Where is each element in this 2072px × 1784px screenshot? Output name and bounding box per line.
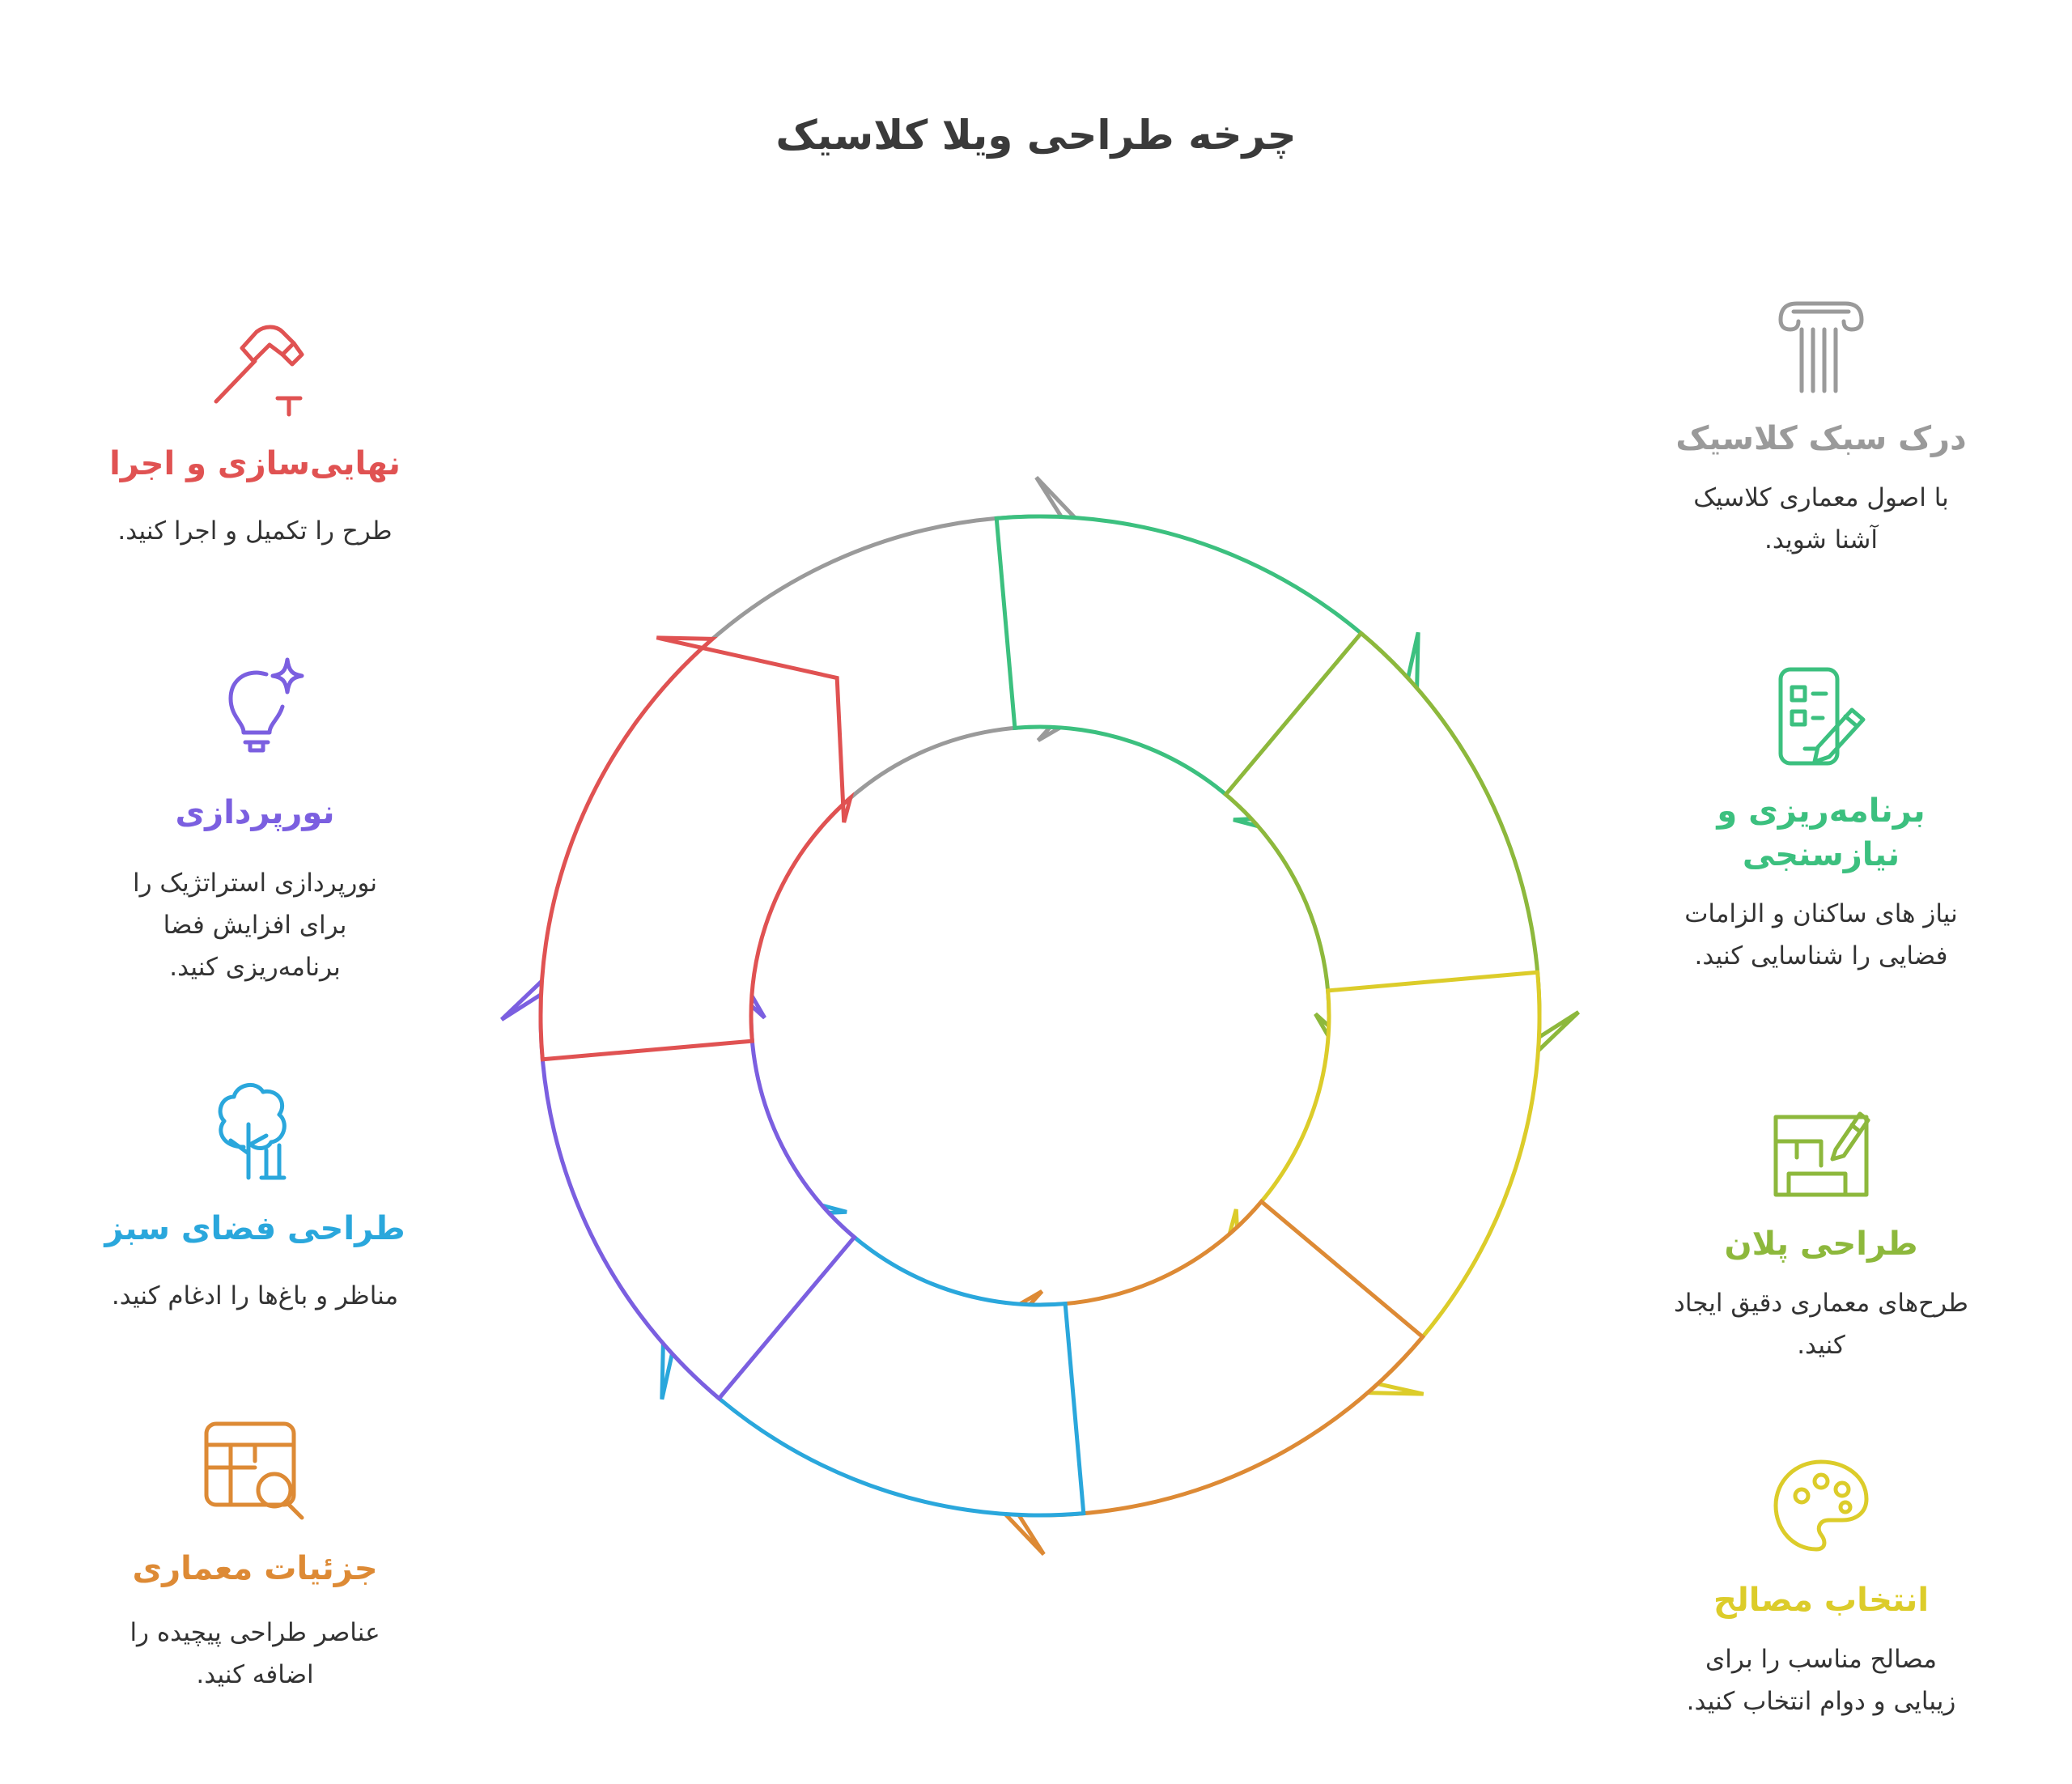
column-icon — [1778, 301, 1864, 393]
step-plan-design: طراحی پلان طرح‌های معماری دقیق ایجاد کنی… — [1643, 1093, 1999, 1366]
step-finalize: نهایی‌سازی و اجرا طرح را تکمیل و اجرا کن… — [77, 308, 433, 552]
step-description: نورپردازی استراتژیک را برای افزایش فضا ب… — [132, 869, 378, 982]
lightbulb-sparkle-icon — [228, 657, 304, 753]
step-landscape: طراحی فضای سبز مناظر و باغ‌ها را ادغام ک… — [77, 1073, 433, 1317]
step-title: جزئیات معماری — [132, 1550, 378, 1587]
step-title: درک سبک کلاسیک — [1675, 420, 1967, 457]
palette-icon — [1773, 1459, 1869, 1552]
step-title: نورپردازی — [175, 794, 335, 831]
page-title: چرخه طراحی ویلا کلاسیک — [775, 112, 1297, 159]
step-title: برنامه‌ریزی و نیازسنجی — [1717, 792, 1926, 873]
step-description: طرح‌های معماری دقیق ایجاد کنید. — [1674, 1289, 1968, 1360]
table-search-icon — [204, 1421, 304, 1520]
hammer-icon — [214, 325, 304, 417]
step-description: مناظر و باغ‌ها را ادغام کنید. — [111, 1281, 399, 1310]
step-title: نهایی‌سازی و اجرا — [109, 445, 401, 482]
step-materials: انتخاب مصالح مصالح مناسب را برای زیبایی … — [1643, 1449, 1999, 1722]
step-details: جزئیات معماری عناصر طراحی پیچیده را اضاف… — [77, 1412, 433, 1696]
step-description: با اصول معماری کلاسیک آشنا شوید. — [1693, 483, 1949, 554]
step-classic-style: درک سبک کلاسیک با اصول معماری کلاسیک آشن… — [1643, 287, 1999, 561]
tree-icon — [218, 1083, 287, 1180]
step-description: عناصر طراحی پیچیده را اضافه کنید. — [130, 1618, 380, 1689]
step-planning: برنامه‌ریزی و نیازسنجی نیاز های ساکنان و… — [1643, 660, 1999, 977]
step-lighting: نورپردازی نورپردازی استراتژیک را برای اف… — [77, 652, 433, 988]
step-title: طراحی پلان — [1724, 1225, 1918, 1263]
step-description: طرح را تکمیل و اجرا کنید. — [117, 516, 393, 546]
step-title: طراحی فضای سبز — [104, 1210, 405, 1247]
step-title: انتخاب مصالح — [1713, 1582, 1930, 1619]
blueprint-icon — [1773, 1111, 1870, 1197]
step-description: نیاز های ساکنان و الزامات فضایی را شناسا… — [1684, 899, 1958, 971]
step-description: مصالح مناسب را برای زیبایی و دوام انتخاب… — [1686, 1645, 1956, 1716]
cycle-arrow-8 — [538, 635, 855, 1062]
checklist-pencil-icon — [1778, 667, 1866, 766]
